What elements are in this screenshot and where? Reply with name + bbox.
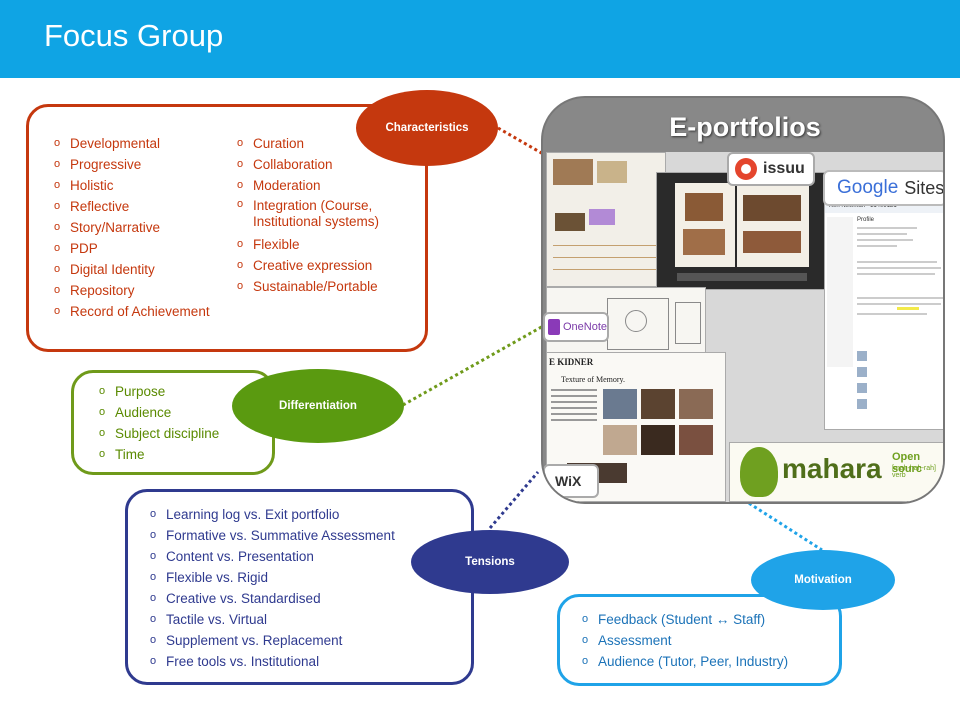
- google-logo-text: Google: [837, 177, 899, 198]
- list-item: Tactile vs. Virtual: [150, 609, 470, 630]
- differentiation-list: Purpose Audience Subject discipline Time: [99, 381, 269, 465]
- onenote-label: OneNote: [562, 321, 607, 333]
- mahara-screenshot: mahara Open sourc [mah-hah-rah] verb: [729, 442, 943, 502]
- characteristics-tag: Characteristics: [356, 90, 498, 166]
- list-item: Curation: [237, 133, 412, 154]
- characteristics-box: Developmental Progressive Holistic Refle…: [26, 104, 428, 352]
- list-item: Assessment: [582, 630, 837, 651]
- motivation-tag: Motivation: [751, 550, 895, 610]
- collage-area: Ken Newman - z1409121 Profile: [546, 152, 943, 502]
- list-item: Flexible: [237, 234, 412, 255]
- onenote-icon: [548, 319, 560, 335]
- list-item: Audience: [99, 402, 269, 423]
- list-item: Supplement vs. Replacement: [150, 630, 470, 651]
- mahara-logo-icon: [740, 447, 778, 497]
- issuu-logo: issuu: [727, 152, 815, 186]
- list-item: Purpose: [99, 381, 269, 402]
- texture-kidner-label: E KIDNER: [549, 357, 594, 367]
- google-sites-logo: Google Sites: [823, 170, 945, 206]
- motivation-connector: [743, 498, 823, 552]
- list-item: Collaboration: [237, 154, 412, 175]
- characteristics-left-list: Developmental Progressive Holistic Refle…: [54, 133, 234, 322]
- list-item: Formative vs. Summative Assessment: [150, 525, 470, 546]
- list-item: Record of Achievement: [54, 301, 234, 322]
- list-item: Holistic: [54, 175, 234, 196]
- issuu-label: issuu: [763, 160, 805, 177]
- list-item: PDP: [54, 238, 234, 259]
- page-title: Focus Group: [44, 18, 224, 53]
- mahara-pronunciation: [mah-hah-rah] verb: [892, 465, 936, 479]
- tensions-tag: Tensions: [411, 530, 569, 594]
- list-item: Feedback (Student ↔ Staff): [582, 609, 837, 630]
- wix-logo: WiX: [543, 464, 599, 498]
- list-item: Integration (Course, Institutional syste…: [237, 196, 412, 230]
- tensions-connector: [488, 471, 540, 529]
- list-item: Reflective: [54, 196, 234, 217]
- list-item: Digital Identity: [54, 259, 234, 280]
- google-sites-screenshot: Ken Newman - z1409121 Profile: [824, 200, 943, 430]
- eportfolios-panel: E-portfolios Ken: [541, 96, 945, 504]
- list-item: Progressive: [54, 154, 234, 175]
- list-item: Flexible vs. Rigid: [150, 567, 470, 588]
- list-item: Time: [99, 444, 269, 465]
- eportfolios-title: E-portfolios: [669, 112, 821, 142]
- texture-title: Texture of Memory.: [561, 375, 626, 384]
- issuu-viewer-screenshot: [656, 172, 826, 290]
- header-bar: Focus Group: [0, 0, 960, 78]
- motivation-list: Feedback (Student ↔ Staff) Assessment Au…: [582, 609, 837, 672]
- list-item: Creative vs. Standardised: [150, 588, 470, 609]
- tensions-list: Learning log vs. Exit portfolio Formativ…: [150, 504, 470, 672]
- mahara-logo-text: mahara: [782, 453, 882, 484]
- list-item: Story/Narrative: [54, 217, 234, 238]
- list-item: Learning log vs. Exit portfolio: [150, 504, 470, 525]
- list-item: Creative expression: [237, 255, 412, 276]
- list-item: Free tools vs. Institutional: [150, 651, 470, 672]
- list-item: Sustainable/Portable: [237, 276, 412, 297]
- list-item: Audience (Tutor, Peer, Industry): [582, 651, 837, 672]
- characteristics-connector: [497, 126, 546, 157]
- scrapbook-screenshot: [546, 152, 666, 287]
- sites-logo-text: Sites: [904, 177, 945, 198]
- onenote-logo: OneNote: [543, 312, 609, 342]
- characteristics-right-list: Curation Collaboration Moderation Integr…: [237, 133, 412, 297]
- issuu-icon: [735, 158, 757, 180]
- mahara-tagline: Open sourc: [892, 451, 922, 475]
- list-item: Moderation: [237, 175, 412, 196]
- list-item: Developmental: [54, 133, 234, 154]
- list-item: Content vs. Presentation: [150, 546, 470, 567]
- wix-label: WiX: [555, 473, 582, 489]
- list-item: Repository: [54, 280, 234, 301]
- list-item: Subject discipline: [99, 423, 269, 444]
- tensions-box: Learning log vs. Exit portfolio Formativ…: [125, 489, 474, 685]
- differentiation-tag: Differentiation: [232, 369, 404, 443]
- motivation-box: Feedback (Student ↔ Staff) Assessment Au…: [557, 594, 842, 686]
- profile-name: Ken Newman - z1409121: [829, 203, 897, 209]
- profile-heading: Profile: [857, 217, 875, 223]
